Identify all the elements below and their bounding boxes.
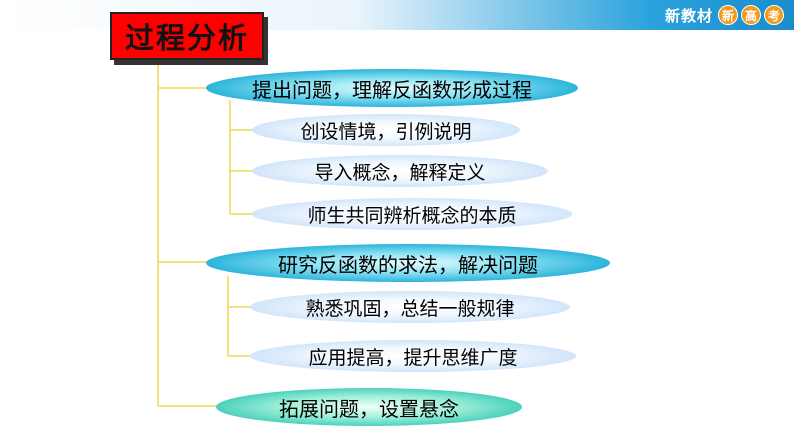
- brand-circle-2: 高: [741, 5, 761, 25]
- section-2-oval: 研究反函数的求法，解决问题: [206, 244, 610, 282]
- brand-logo: 新教材 新 高 考: [665, 4, 784, 26]
- item-label: 师生共同辨析概念的本质: [307, 204, 517, 227]
- section-1-item-1: 创设情境，引例说明: [252, 114, 520, 146]
- item-label: 熟悉巩固，总结一般规律: [305, 297, 515, 320]
- section-2-label: 研究反函数的求法，解决问题: [278, 252, 538, 277]
- section-3-label: 拓展问题，设置悬念: [279, 396, 459, 421]
- brand-circle-1: 新: [718, 5, 738, 25]
- item-label: 导入概念，解释定义: [314, 161, 486, 184]
- section-2-item-1: 熟悉巩固，总结一般规律: [250, 291, 570, 323]
- section-1-label: 提出问题，理解反函数形成过程: [252, 77, 532, 102]
- section-1-item-2: 导入概念，解释定义: [252, 155, 548, 187]
- section-3-oval: 拓展问题，设置悬念: [216, 388, 522, 426]
- brand-circle-3: 考: [764, 5, 784, 25]
- section-2-item-2: 应用提高，提升思维广度: [250, 340, 576, 372]
- title-box: 过程分析: [110, 12, 264, 60]
- item-label: 应用提高，提升思维广度: [308, 346, 518, 369]
- page-title: 过程分析: [124, 21, 249, 55]
- section-1-oval: 提出问题，理解反函数形成过程: [206, 69, 578, 107]
- brand-text: 新教材: [664, 6, 713, 25]
- item-label: 创设情境，引例说明: [300, 120, 472, 143]
- section-1-item-3: 师生共同辨析概念的本质: [252, 198, 572, 230]
